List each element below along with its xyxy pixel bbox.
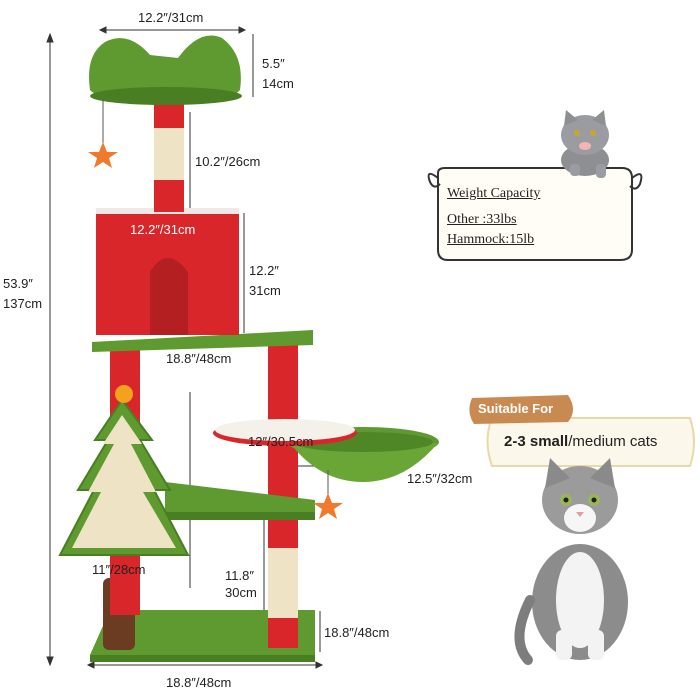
- hammock-width-label: 12.5″/32cm: [407, 471, 473, 486]
- tree-width-label: 11″/28cm: [92, 562, 146, 577]
- weight-card-hammock: Hammock:15lb: [447, 232, 535, 247]
- total-height-cm-label: 137cm: [3, 296, 43, 311]
- condo-width-label: 12.2″/31cm: [130, 222, 196, 237]
- total-height-in-label: 53.9″: [3, 276, 33, 291]
- post-lower-in-label: 11.8″: [225, 568, 254, 583]
- top-perch: [89, 35, 242, 105]
- suitable-banner: [469, 395, 695, 467]
- weight-card-title: Weight Capacity: [447, 186, 541, 201]
- base-width-label: 18.8″/48cm: [166, 675, 232, 690]
- tabby-cat-image: [514, 458, 628, 665]
- star-toy-lower: [313, 470, 343, 519]
- sisal-post-upper: [154, 97, 184, 212]
- post-lower-cm-label: 30cm: [225, 585, 257, 600]
- top-height-in-label: 5.5″: [262, 56, 285, 71]
- bowl-width-label: 12″/30.5cm: [248, 434, 314, 449]
- top-width-label: 12.2″/31cm: [138, 10, 204, 25]
- condo-height-in-label: 12.2″: [249, 263, 279, 278]
- condo-height-cm-label: 31cm: [249, 283, 281, 298]
- round-bowl: [213, 419, 357, 446]
- base-depth-label: 18.8″/48cm: [324, 625, 390, 640]
- tree-base: [90, 610, 315, 662]
- suitable-rest: /medium cats: [568, 433, 658, 450]
- suitable-bold: 2-3 small: [504, 433, 569, 450]
- condo-platform: [92, 330, 313, 352]
- suitable-text: 2-3 small/medium cats: [504, 433, 657, 450]
- top-height-cm-label: 14cm: [262, 76, 294, 91]
- star-toy-upper: [88, 100, 118, 168]
- post-upper-label: 10.2″/26cm: [195, 154, 261, 169]
- weight-card-frame: [427, 167, 643, 261]
- grey-cat-image: [561, 110, 609, 178]
- middle-platform: [165, 482, 315, 520]
- weight-card-other: Other :33lbs: [447, 212, 517, 227]
- sisal-post-lower: [268, 340, 298, 648]
- christmas-tree-scratcher: [58, 385, 190, 556]
- suitable-tag: Suitable For: [478, 401, 554, 416]
- platform-width-label: 18.8″/48cm: [166, 351, 232, 366]
